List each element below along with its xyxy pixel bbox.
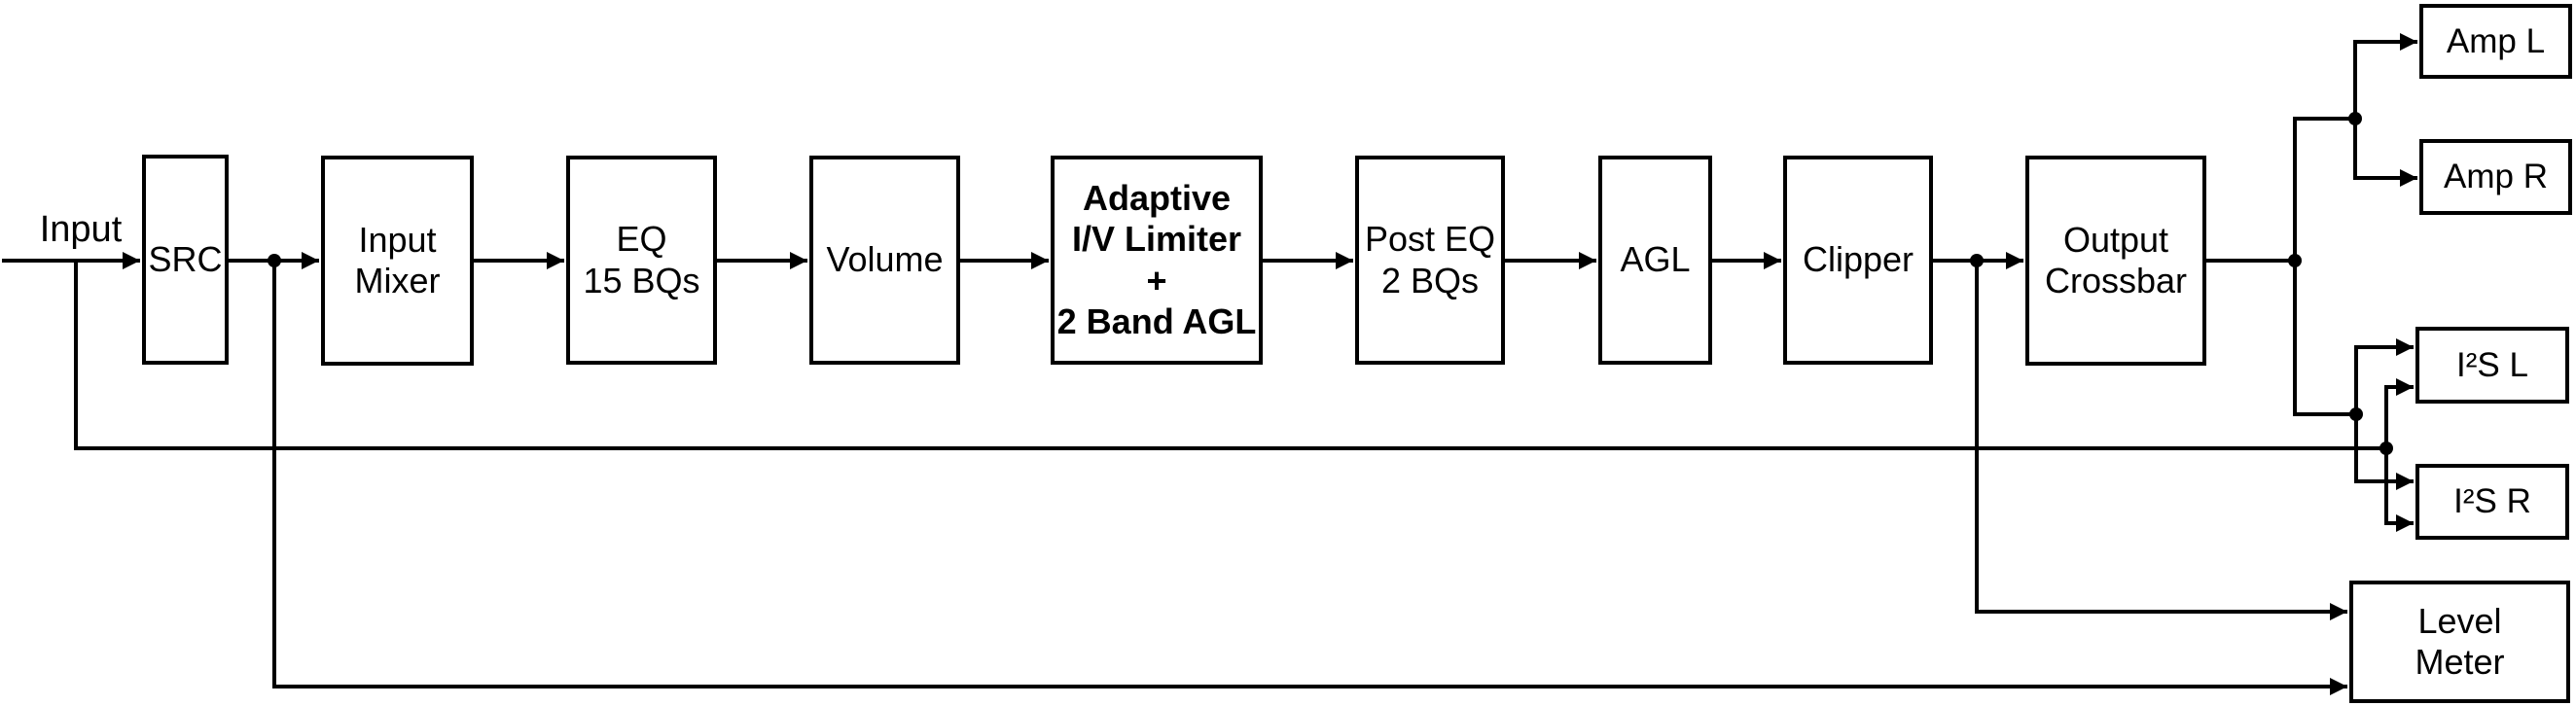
block-amp-r: Amp R <box>2419 139 2572 215</box>
input-signal-label: Input <box>39 209 123 250</box>
block-clipper: Clipper <box>1783 156 1933 365</box>
junction-dot-crossbar-out <box>2288 254 2302 267</box>
block-volume: Volume <box>809 156 960 365</box>
junction-dot-src-tap <box>268 254 281 267</box>
wire-branch-to-amp-r <box>2353 119 2417 187</box>
wire-branch-to-i2s-r <box>2354 414 2414 490</box>
wire-bypass-to-i2s-l <box>2384 378 2414 448</box>
wire-input-bypass <box>74 261 2386 450</box>
wire-crossbar-to-amp-branch <box>2293 117 2355 261</box>
junction-dot-clipper-tap <box>1970 254 1984 267</box>
wire-clipper-tap-to-level-meter <box>1975 261 2347 620</box>
block-eq-15bq: EQ 15 BQs <box>566 156 717 365</box>
block-input-mixer: Input Mixer <box>321 156 474 366</box>
block-amp-l: Amp L <box>2419 4 2572 79</box>
block-adaptive-limiter: Adaptive I/V Limiter + 2 Band AGL <box>1051 156 1263 365</box>
block-i2s-l: I²S L <box>2415 327 2569 404</box>
block-output-crossbar: Output Crossbar <box>2025 156 2206 366</box>
block-src: SRC <box>142 155 229 365</box>
wire-bypass-to-i2s-r <box>2384 448 2414 532</box>
block-level-meter: Level Meter <box>2349 581 2570 703</box>
wire-branch-to-amp-l <box>2353 33 2417 119</box>
wire-crossbar-to-i2s-branch <box>2293 261 2356 416</box>
wire-branch-to-i2s-l <box>2354 338 2414 414</box>
wire-src-tap-to-level-meter <box>272 261 2347 695</box>
block-agl: AGL <box>1598 156 1712 365</box>
junction-dot-amp-branch <box>2348 112 2362 125</box>
block-i2s-r: I²S R <box>2415 464 2569 540</box>
junction-dot-i2s-branch <box>2349 407 2363 421</box>
junction-dot-input-bypass <box>2379 441 2393 455</box>
block-post-eq-2bq: Post EQ 2 BQs <box>1355 156 1505 365</box>
